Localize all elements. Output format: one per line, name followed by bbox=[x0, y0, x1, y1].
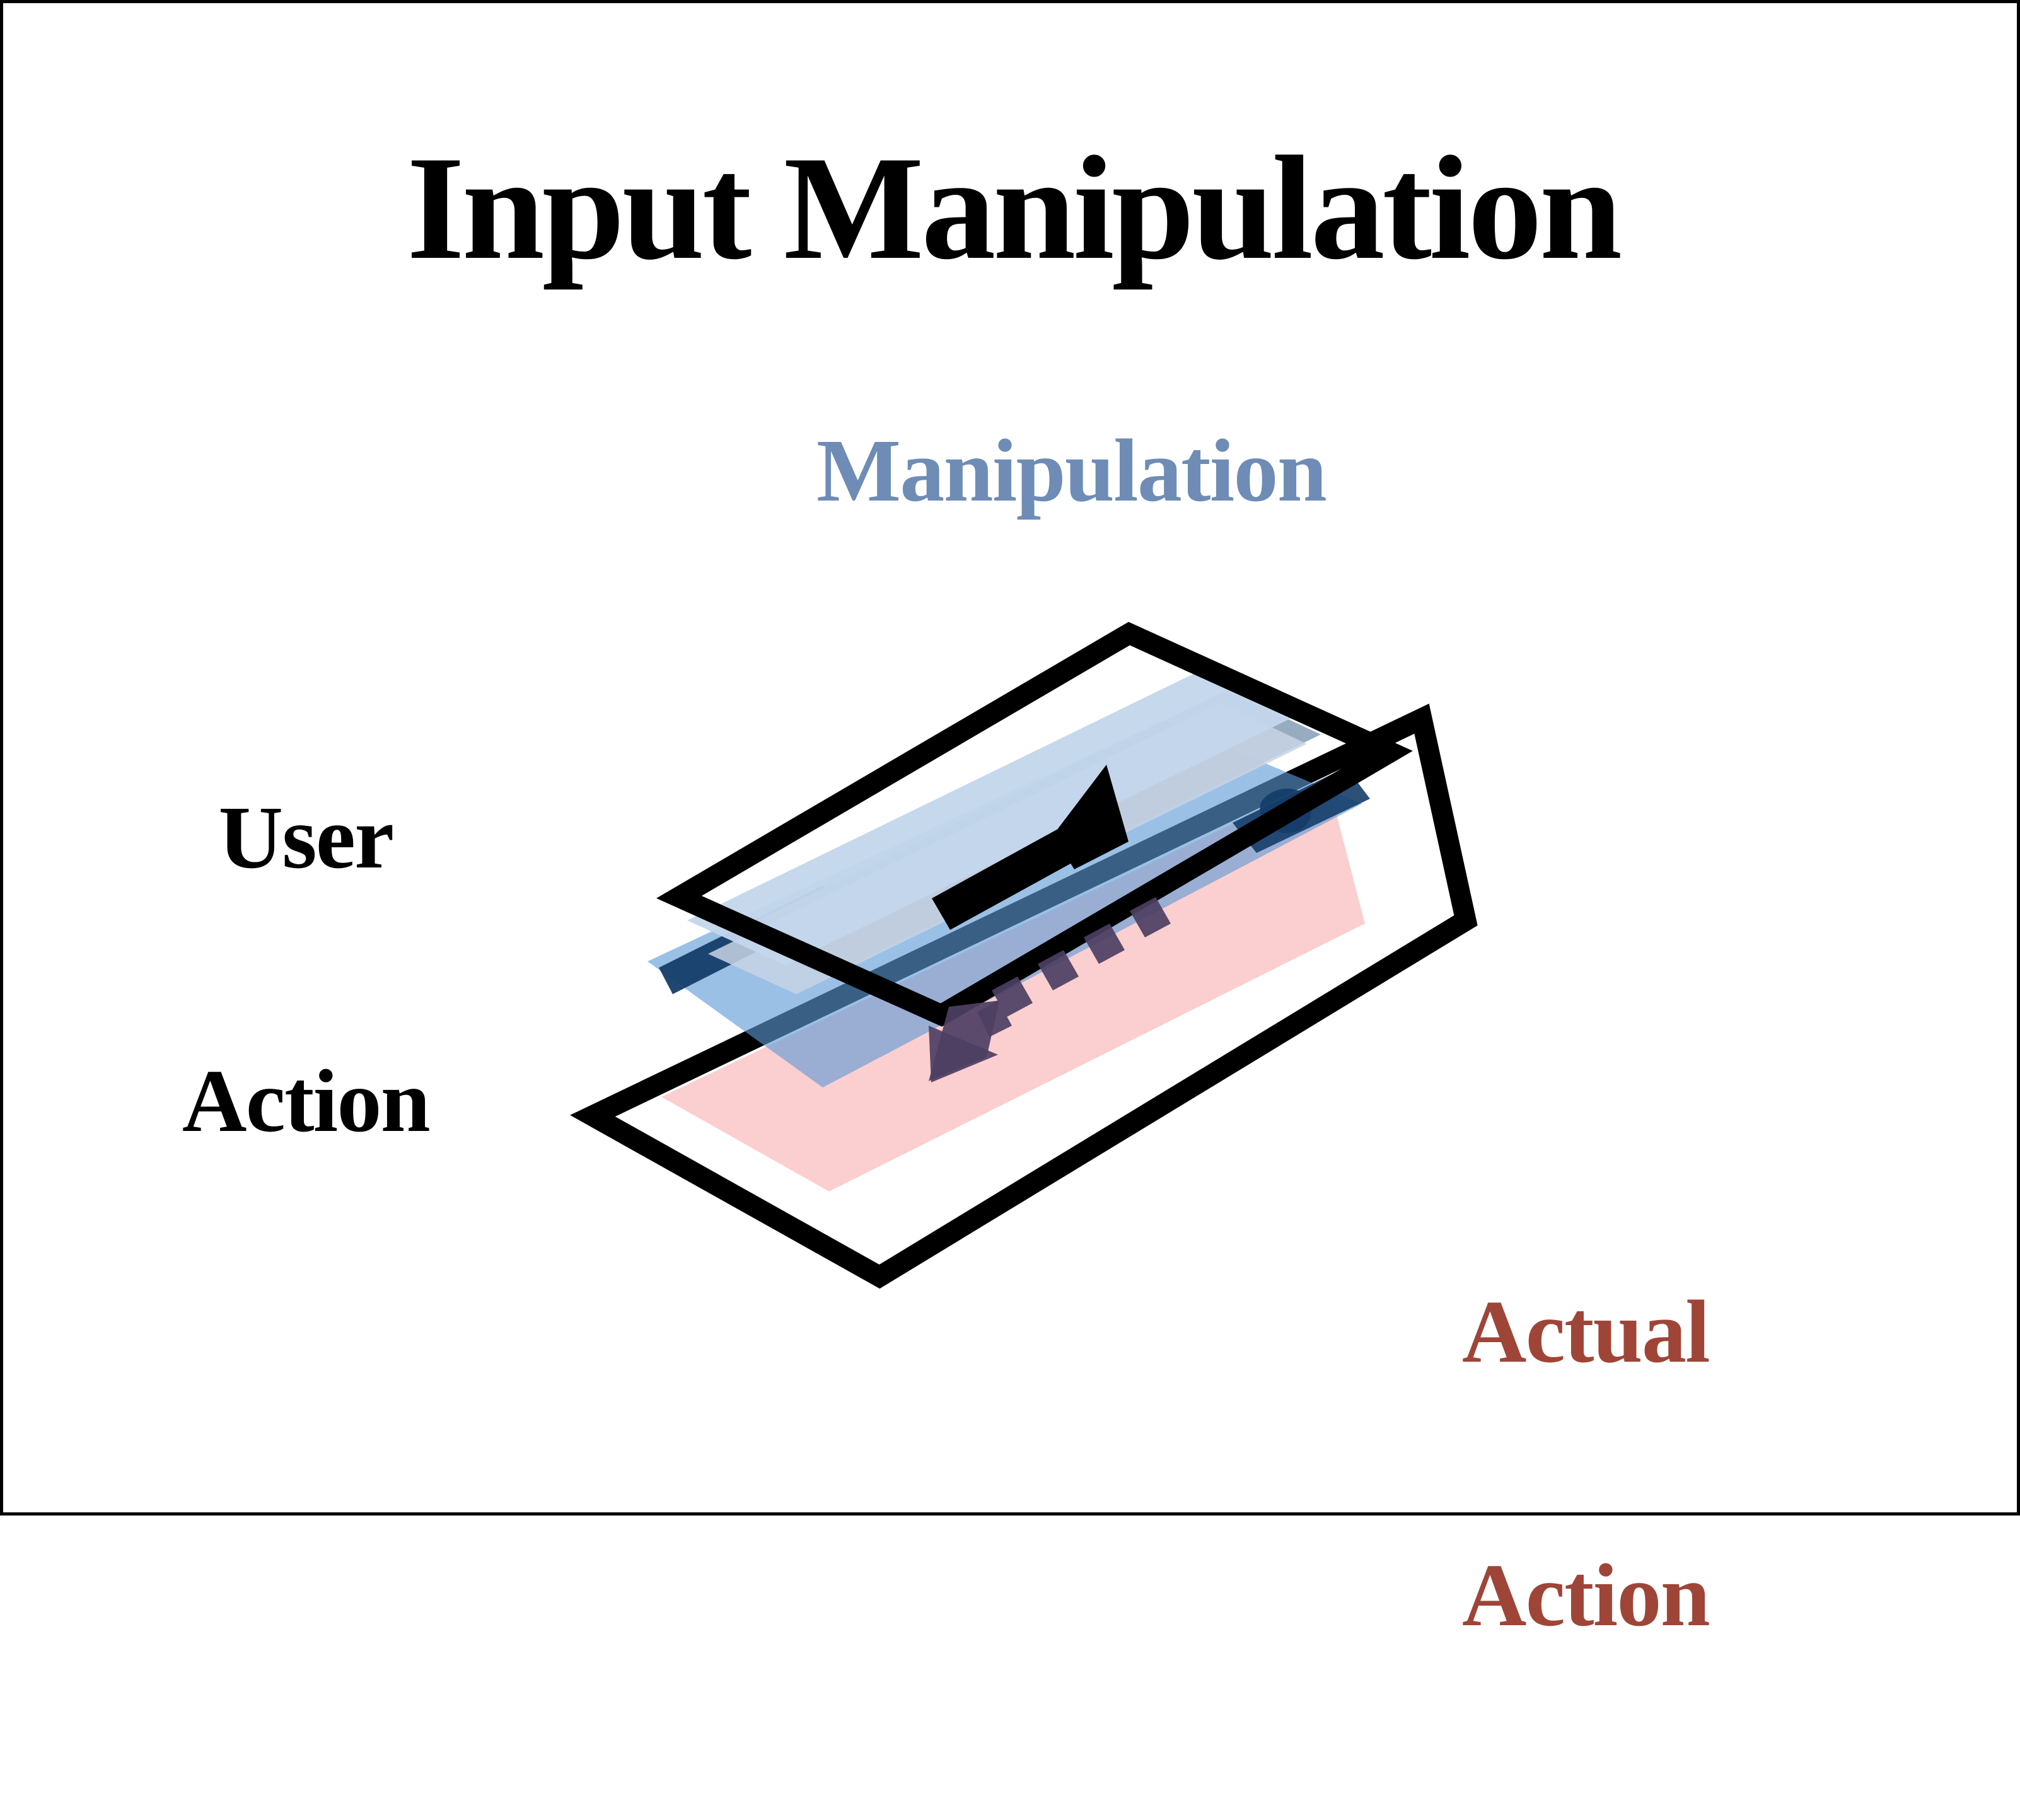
user-action-plane bbox=[656, 622, 1413, 1027]
medium-blue-panel bbox=[647, 721, 1362, 1087]
label-user-action-line1: User bbox=[218, 787, 394, 888]
label-manipulation: Manipulation bbox=[816, 420, 1327, 520]
label-actual-action: Actual Action bbox=[1352, 1113, 1819, 1814]
figure-canvas: Input Manipulation Manipulation User Act… bbox=[0, 0, 2020, 1640]
label-user-action-line2: Action bbox=[182, 1050, 431, 1151]
input-manipulation-diagram bbox=[570, 622, 1478, 1289]
actual-action-arrow bbox=[929, 897, 1171, 1082]
user-action-arrow bbox=[932, 765, 1129, 930]
page-title: Input Manipulation bbox=[407, 126, 1622, 291]
label-user-action: User Action bbox=[91, 618, 520, 1320]
light-blue-panel bbox=[687, 670, 1299, 965]
label-actual-action-line2: Action bbox=[1461, 1545, 1710, 1645]
label-actual-action-line1: Actual bbox=[1461, 1282, 1710, 1382]
